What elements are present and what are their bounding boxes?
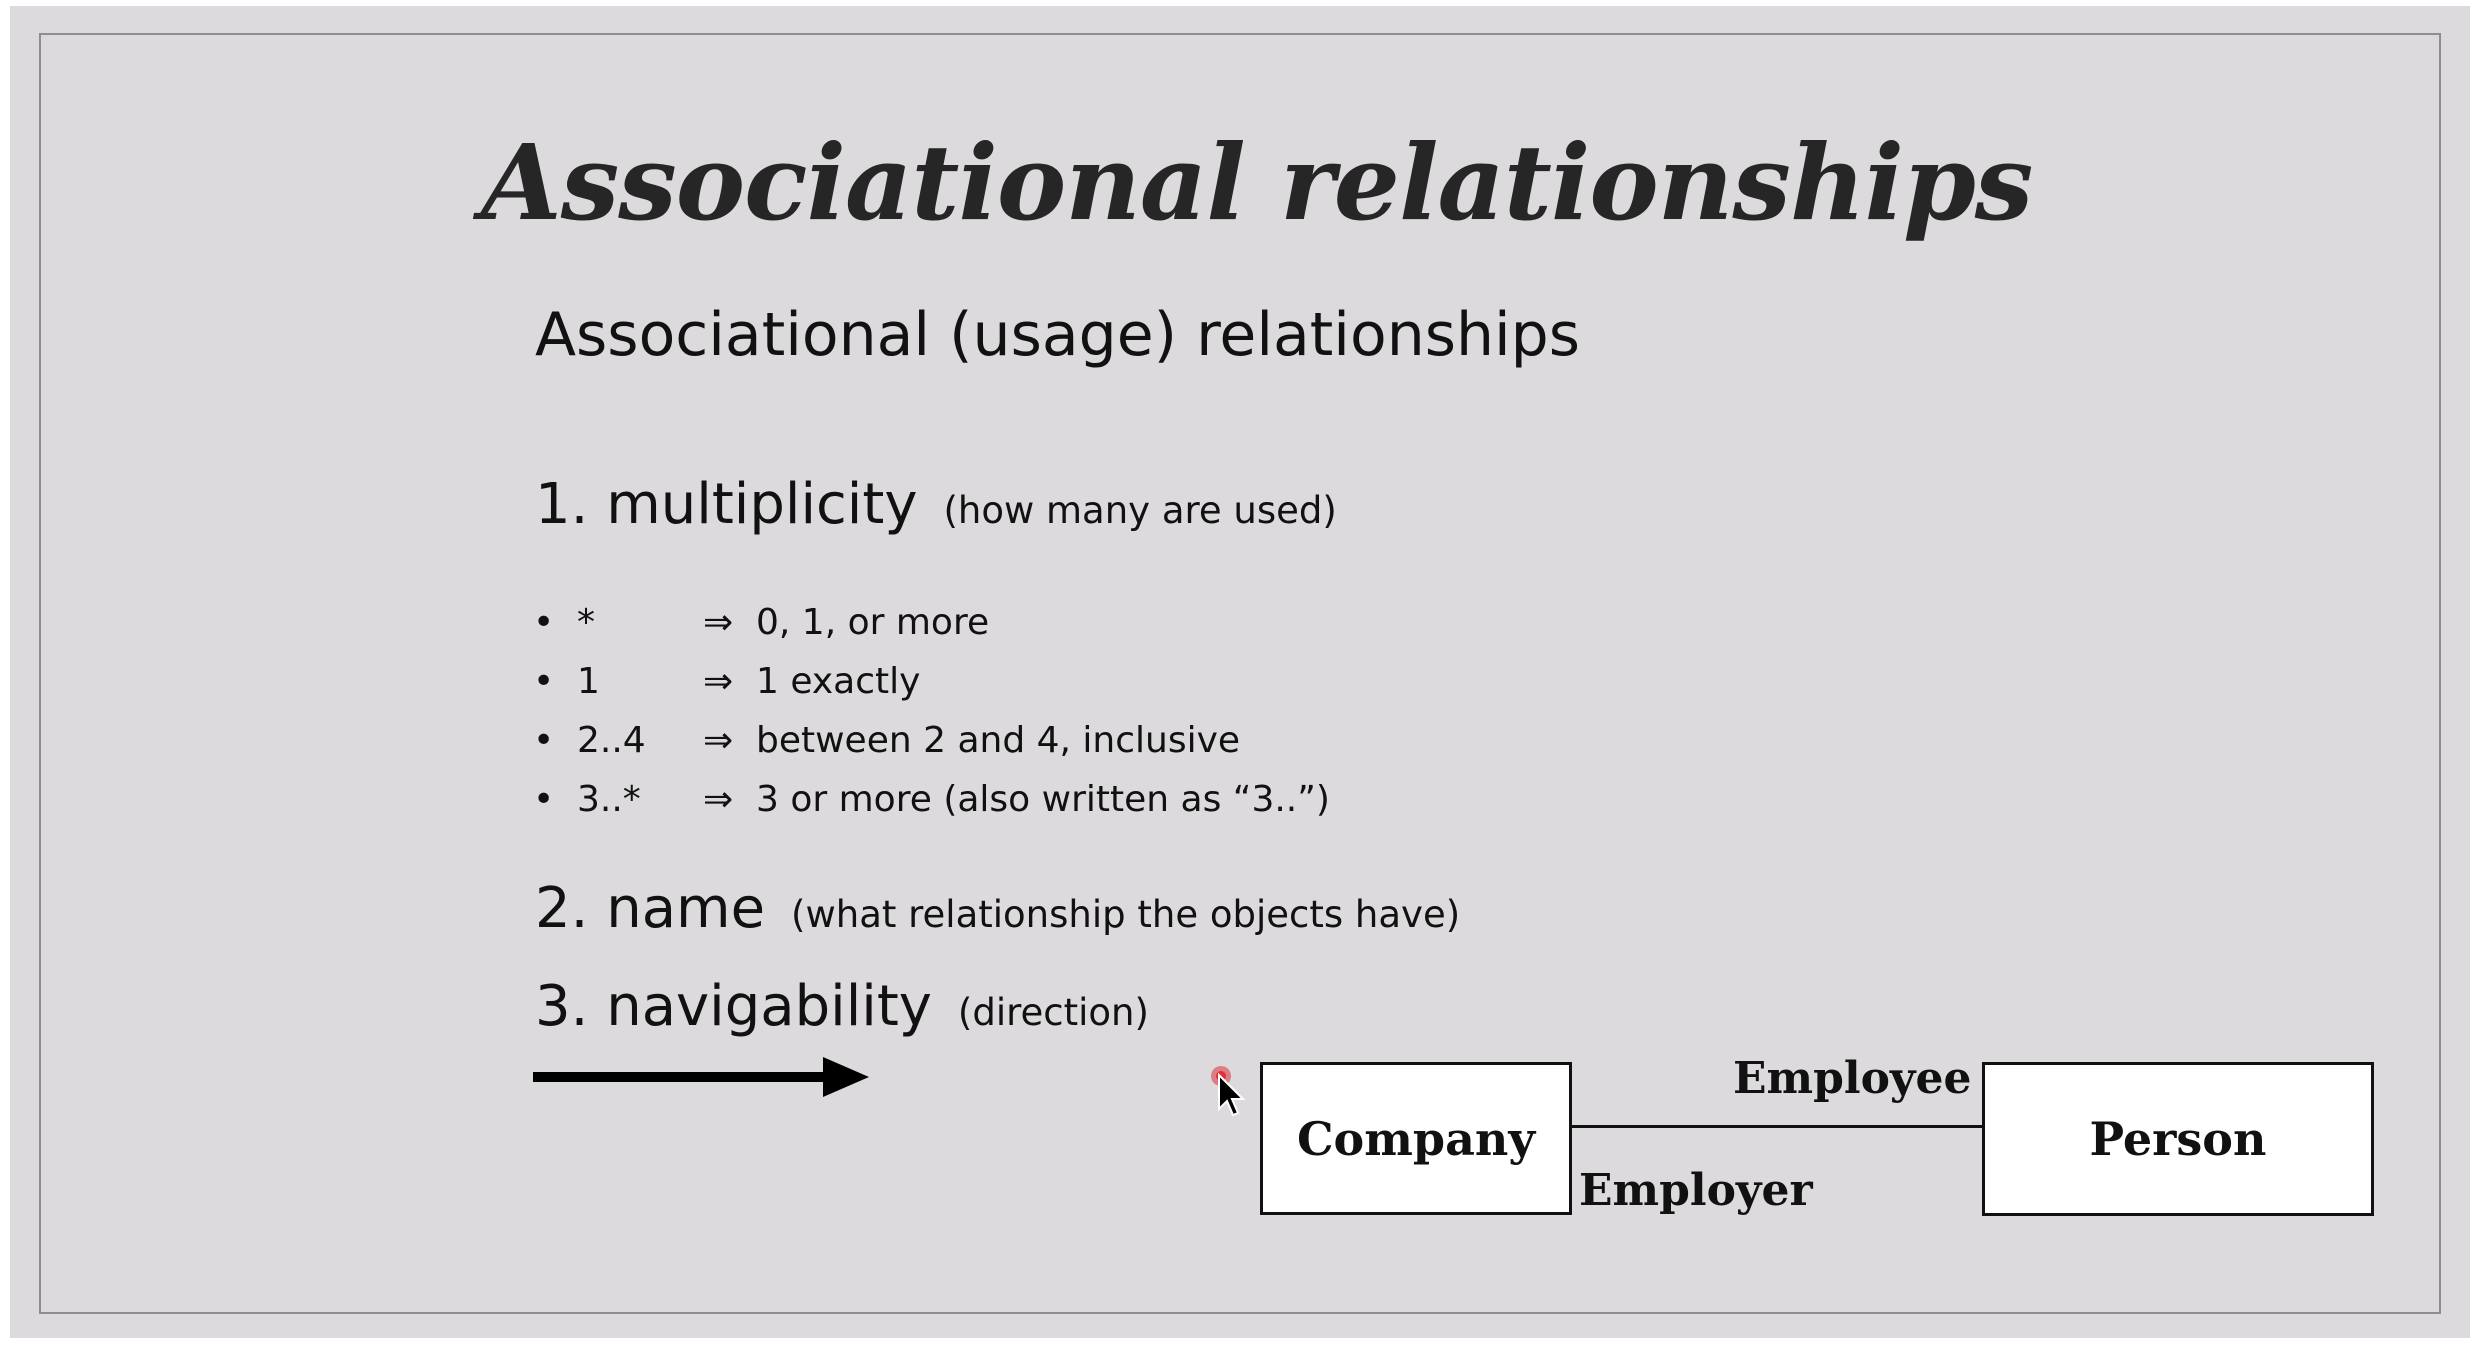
slide-subtitle: Associational (usage) relationships <box>535 300 1581 370</box>
multiplicity-meaning: between 2 and 4, inclusive <box>756 720 1241 761</box>
implies-icon: ⇒ <box>703 779 734 820</box>
uml-class-person: Person <box>1982 1062 2374 1216</box>
multiplicity-symbol: 3..* <box>577 779 641 820</box>
section-note: (how many are used) <box>943 489 1337 532</box>
implies-icon: ⇒ <box>703 602 734 643</box>
role-label-employer: Employer <box>1579 1165 1813 1216</box>
section-multiplicity: 1. multiplicity(how many are used) <box>535 477 1337 533</box>
slide-frame: Associational relationships Associationa… <box>39 33 2441 1314</box>
section-name: 2. name(what relationship the objects ha… <box>535 881 1460 937</box>
right-arrow-icon <box>533 1057 869 1097</box>
section-note: (direction) <box>957 991 1149 1034</box>
multiplicity-meaning: 1 exactly <box>756 661 921 702</box>
role-label-employee: Employee <box>1733 1053 1972 1104</box>
section-heading: 3. navigability <box>535 974 932 1039</box>
bullet-dot: • <box>533 720 555 761</box>
section-heading: 1. multiplicity <box>535 472 918 537</box>
multiplicity-meaning: 0, 1, or more <box>756 602 990 643</box>
bullet-dot: • <box>533 602 555 643</box>
implies-icon: ⇒ <box>703 720 734 761</box>
mouse-pointer-icon <box>1211 1066 1246 1117</box>
section-heading: 2. name <box>535 876 766 941</box>
section-note: (what relationship the objects have) <box>791 893 1461 936</box>
multiplicity-symbol: * <box>577 602 595 643</box>
multiplicity-symbol: 2..4 <box>577 720 646 761</box>
uml-class-company: Company <box>1260 1062 1572 1215</box>
implies-icon: ⇒ <box>703 661 734 702</box>
slide-viewport: Associational relationships Associationa… <box>10 6 2470 1338</box>
association-line <box>1572 1125 1982 1128</box>
section-navigability: 3. navigability(direction) <box>535 979 1149 1035</box>
bullet-dot: • <box>533 779 555 820</box>
slide-title: Associational relationships <box>481 121 2033 244</box>
multiplicity-meaning: 3 or more (also written as “3..”) <box>756 779 1330 820</box>
bullet-dot: • <box>533 661 555 702</box>
multiplicity-symbol: 1 <box>577 661 600 702</box>
